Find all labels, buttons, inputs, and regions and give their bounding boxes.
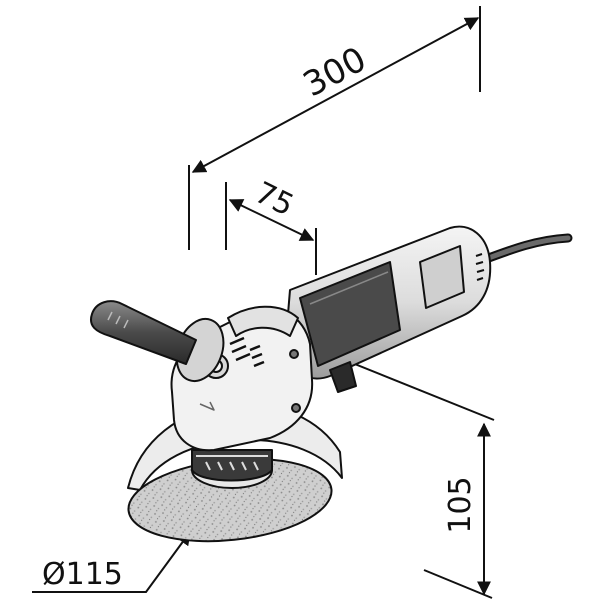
dimension-label-105: 105 [443,476,478,533]
side-handle [90,300,197,365]
dimension-300: 300 [188,6,481,250]
switch-button [329,361,357,393]
dimension-label-diameter: Ø115 [42,557,123,592]
dimension-105: 105 [299,341,495,599]
screw [291,403,301,413]
housing-grip-band [299,261,401,367]
switch-panel [419,245,465,309]
dimension-line-300 [191,17,480,173]
dimension-line-75 [228,199,315,241]
dimension-label-75: 75 [249,175,299,223]
angle-grinder [90,225,573,543]
rear-vents [475,253,485,281]
screw [289,349,299,359]
dimension-75: 75 [225,175,317,275]
dimension-diameter: Ø115 [32,530,191,593]
leader-line-diameter [32,530,191,593]
head-vents [229,336,265,368]
extension-line-105-bottom [423,569,493,599]
